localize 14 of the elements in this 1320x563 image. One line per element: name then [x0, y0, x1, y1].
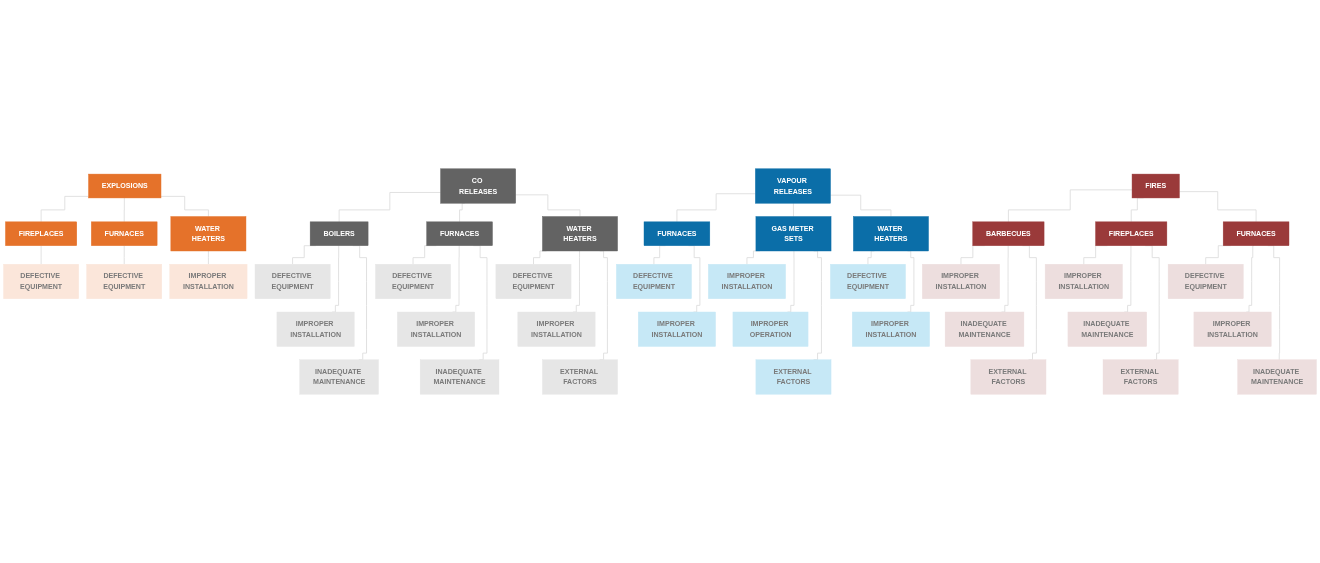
connector	[1178, 191, 1257, 223]
connector	[830, 194, 892, 217]
connector	[907, 250, 915, 313]
connector	[787, 250, 795, 313]
connector	[1245, 245, 1255, 313]
connector	[459, 202, 466, 223]
connector	[1001, 245, 1009, 313]
connector	[40, 195, 89, 223]
connector	[515, 194, 581, 217]
connector	[338, 192, 441, 223]
connector	[1007, 189, 1133, 223]
connector	[676, 193, 756, 223]
connector	[160, 195, 209, 217]
connector	[452, 245, 460, 313]
